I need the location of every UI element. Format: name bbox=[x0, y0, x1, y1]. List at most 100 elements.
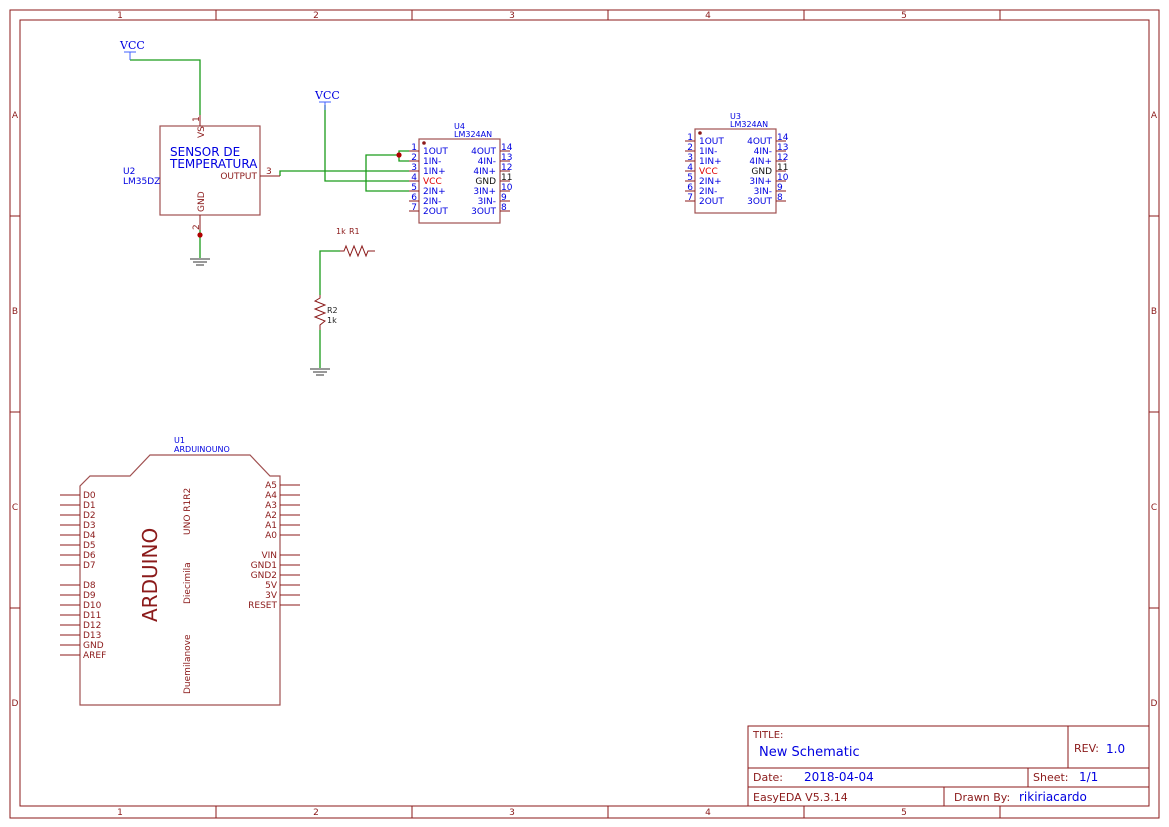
chip-part: LM324AN bbox=[454, 130, 492, 139]
junction-dot bbox=[197, 232, 203, 238]
svg-text:R1: R1 bbox=[349, 227, 360, 236]
resistor-r2[interactable]: R2 1k bbox=[313, 295, 338, 330]
pin-number: 14 bbox=[501, 143, 513, 153]
pin-label-d11: D11 bbox=[83, 611, 101, 621]
svg-text:VCC: VCC bbox=[314, 89, 340, 102]
pin-label-d2: D2 bbox=[83, 511, 96, 521]
pin-label: 2OUT bbox=[699, 197, 724, 207]
wire-vcc-u4 bbox=[324, 105, 409, 182]
ground-symbol bbox=[190, 258, 210, 266]
row-label: D bbox=[12, 699, 19, 709]
pin-number: 9 bbox=[501, 193, 507, 203]
svg-text:U1: U1 bbox=[174, 436, 185, 445]
pin-label-gnd: GND bbox=[83, 641, 104, 651]
pin-label-aref: AREF bbox=[83, 651, 106, 661]
svg-text:LM35DZ: LM35DZ bbox=[123, 177, 160, 187]
pin-label-d8: D8 bbox=[83, 581, 96, 591]
pin-label: 3OUT bbox=[471, 207, 496, 217]
svg-text:Date:: Date: bbox=[753, 771, 783, 784]
pin-label-d13: D13 bbox=[83, 631, 101, 641]
pin-label: 3IN- bbox=[478, 197, 496, 207]
pin-label-3v: 3V bbox=[265, 591, 278, 601]
wire-r1-r2 bbox=[319, 250, 340, 295]
pin-label: 4OUT bbox=[471, 147, 496, 157]
svg-text:R2: R2 bbox=[327, 306, 338, 315]
column-label: 4 bbox=[705, 11, 711, 21]
pin-number: 13 bbox=[501, 153, 512, 163]
title-label: TITLE: bbox=[752, 730, 783, 741]
column-label: 1 bbox=[117, 11, 123, 21]
pin-number: 8 bbox=[777, 193, 783, 203]
pin-label-vin: VIN bbox=[261, 551, 277, 561]
pin-number: 6 bbox=[411, 193, 417, 203]
pin-number: 12 bbox=[777, 153, 788, 163]
row-label: A bbox=[1151, 111, 1158, 121]
column-label: 4 bbox=[705, 808, 711, 818]
pin-number: 3 bbox=[687, 153, 693, 163]
arduino-uno-u1[interactable]: U1 ARDUINOUNO ARDUINO UNO R1R2 Diecimila… bbox=[60, 436, 300, 706]
pin-label-a3: A3 bbox=[265, 501, 277, 511]
svg-text:UNO R1R2: UNO R1R2 bbox=[183, 488, 193, 535]
svg-text:ARDUINOUNO: ARDUINOUNO bbox=[174, 445, 230, 454]
svg-text:Duemilanove: Duemilanove bbox=[183, 634, 193, 694]
resistor-r1[interactable]: 1k R1 bbox=[336, 227, 375, 258]
column-label: 1 bbox=[117, 808, 123, 818]
pin1-marker bbox=[422, 141, 426, 145]
pin-label-a0: A0 bbox=[265, 531, 277, 541]
column-label: 3 bbox=[509, 808, 515, 818]
pin-number: 7 bbox=[687, 193, 693, 203]
pin-number: 2 bbox=[411, 153, 417, 163]
pin-number: 11 bbox=[501, 173, 512, 183]
pin-number: 4 bbox=[687, 163, 693, 173]
wire-output bbox=[279, 170, 409, 176]
pin-label: 3IN+ bbox=[473, 187, 496, 197]
pin-number: 7 bbox=[411, 203, 417, 213]
pin-number: 4 bbox=[411, 173, 417, 183]
svg-text:Diecimila: Diecimila bbox=[183, 562, 193, 604]
svg-text:EasyEDA V5.3.14: EasyEDA V5.3.14 bbox=[753, 791, 848, 804]
row-label: D bbox=[1151, 699, 1158, 709]
pin-label: VCC bbox=[699, 167, 718, 177]
temperature-sensor-u2[interactable]: 1 2 3 VS GND OUTPUT SENSOR DE TEMPERATUR… bbox=[123, 115, 280, 230]
pin-label-gnd2: GND2 bbox=[251, 571, 277, 581]
svg-text:1k: 1k bbox=[336, 227, 346, 236]
pin-label: 4IN- bbox=[754, 147, 772, 157]
pin-label: 4IN- bbox=[478, 157, 496, 167]
svg-text:U2: U2 bbox=[123, 167, 135, 177]
pin-number: 1 bbox=[687, 133, 693, 143]
pin-label: 3IN- bbox=[754, 187, 772, 197]
svg-text:VS: VS bbox=[197, 126, 207, 138]
svg-text:REV:: REV: bbox=[1074, 742, 1099, 755]
pin-label: 3IN+ bbox=[749, 177, 772, 187]
pin-label-d12: D12 bbox=[83, 621, 101, 631]
svg-text:2: 2 bbox=[192, 224, 202, 230]
pin-label-reset: RESET bbox=[248, 601, 277, 611]
pin-number: 10 bbox=[777, 173, 789, 183]
title-block: TITLE: New Schematic REV: 1.0 Date: 2018… bbox=[747, 725, 1150, 807]
ground-symbol bbox=[310, 368, 330, 376]
pin-number: 9 bbox=[777, 183, 783, 193]
pin-label: 4OUT bbox=[747, 137, 772, 147]
pin-label-d4: D4 bbox=[83, 531, 96, 541]
pin-label-d7: D7 bbox=[83, 561, 96, 571]
pin-label-d6: D6 bbox=[83, 551, 96, 561]
drawing-frame bbox=[9, 9, 1160, 819]
pin-label: GND bbox=[751, 167, 772, 177]
svg-text:2018-04-04: 2018-04-04 bbox=[804, 770, 874, 784]
svg-text:ARDUINO: ARDUINO bbox=[138, 528, 162, 622]
pin-label: 1OUT bbox=[423, 147, 448, 157]
pin-label: 1OUT bbox=[699, 137, 724, 147]
pin-label-d1: D1 bbox=[83, 501, 96, 511]
pin-number: 14 bbox=[777, 133, 789, 143]
pin-number: 6 bbox=[687, 183, 693, 193]
pin-number: 5 bbox=[687, 173, 693, 183]
chip-ref: U3 bbox=[730, 112, 741, 121]
row-label: B bbox=[12, 307, 18, 317]
pin-number: 1 bbox=[411, 143, 417, 153]
svg-text:1k: 1k bbox=[327, 316, 337, 325]
pin-label-d9: D9 bbox=[83, 591, 96, 601]
pin-label: 4IN+ bbox=[473, 167, 496, 177]
